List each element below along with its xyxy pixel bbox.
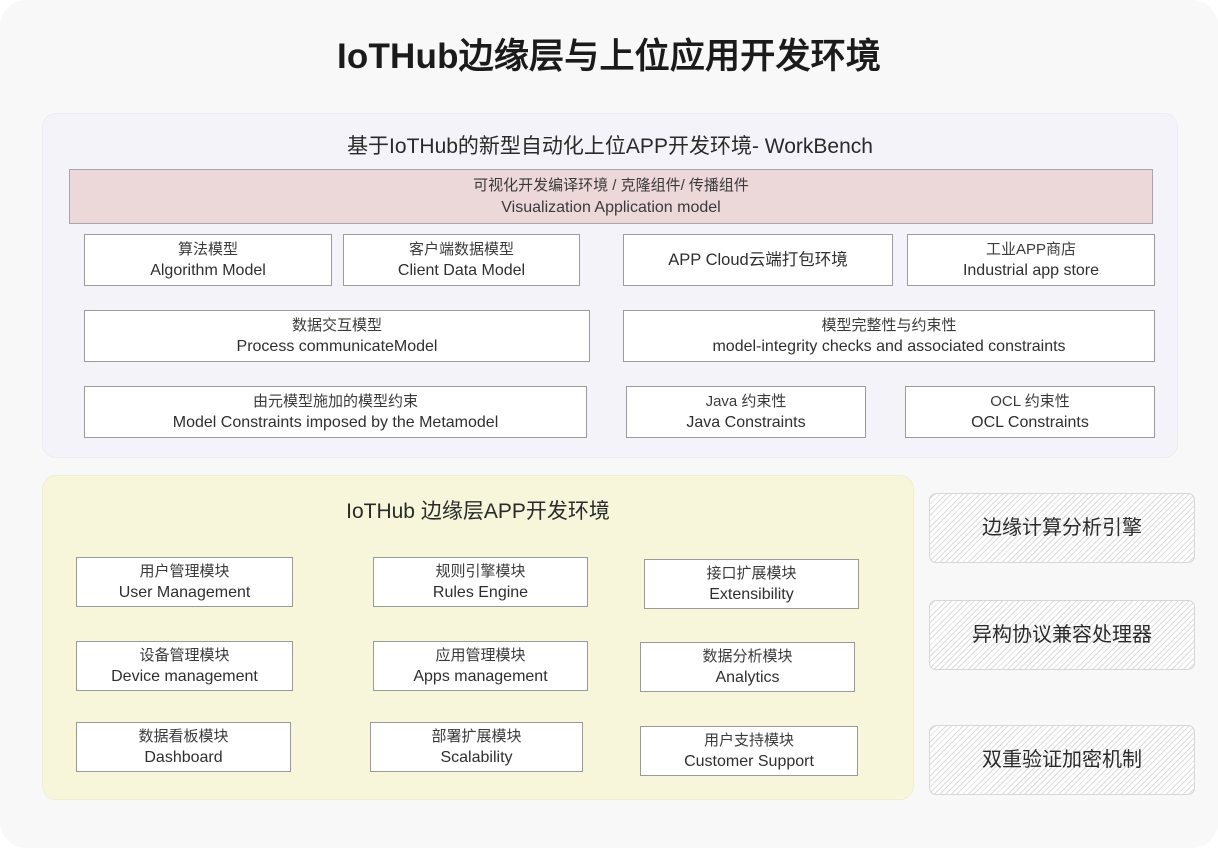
box-algorithm-model[interactable]: 算法模型 Algorithm Model [84,234,332,286]
box-label-cn: 工业APP商店 [985,240,1076,258]
box-label-cn: 由元模型施加的模型约束 [252,392,418,410]
visualization-application-banner: 可视化开发编译环境 / 克隆组件/ 传播组件 Visualization App… [69,169,1153,224]
card-label: 异构协议兼容处理器 [972,624,1152,646]
box-label-en: Scalability [440,748,513,766]
box-label-cn: 客户端数据模型 [408,240,514,258]
box-label-en: Algorithm Model [150,261,266,279]
box-label-cn: 接口扩展模块 [706,564,797,582]
card-protocol-compat-handler[interactable]: 异构协议兼容处理器 [929,600,1195,670]
card-label: 边缘计算分析引擎 [982,517,1142,539]
box-label-en: Java Constraints [686,413,806,431]
box-label-en: Dashboard [144,748,223,766]
box-label-cn: OCL 约束性 [990,392,1070,410]
box-user-management[interactable]: 用户管理模块 User Management [76,557,293,607]
box-label-en: Analytics [715,668,780,686]
box-client-data-model[interactable]: 客户端数据模型 Client Data Model [343,234,580,286]
box-metamodel-constraints[interactable]: 由元模型施加的模型约束 Model Constraints imposed by… [84,386,587,438]
box-java-constraints[interactable]: Java 约束性 Java Constraints [626,386,866,438]
lower-panel: IoTHub 边缘层APP开发环境 用户管理模块 User Management… [42,475,914,800]
box-label-cn: 数据分析模块 [702,647,793,665]
box-label-cn: 部署扩展模块 [431,727,522,745]
card-label: 双重验证加密机制 [982,749,1142,771]
box-label-en: User Management [118,583,251,601]
box-label-cn: Java 约束性 [705,392,787,410]
box-label-cn: 数据看板模块 [138,727,229,745]
box-label-en: Client Data Model [397,261,526,279]
box-label-en: Device management [111,667,258,685]
box-label-cn: 设备管理模块 [139,646,230,664]
box-label-cn: 数据交互模型 [291,316,382,334]
page-title: IoTHub边缘层与上位应用开发环境 [336,37,882,76]
box-apps-management[interactable]: 应用管理模块 Apps management [373,641,588,691]
box-label-cn: 应用管理模块 [435,646,526,664]
box-label-cn: 用户管理模块 [139,562,230,580]
box-rules-engine[interactable]: 规则引擎模块 Rules Engine [373,557,588,607]
box-label-en: Rules Engine [432,583,529,601]
banner-label-cn: 可视化开发编译环境 / 克隆组件/ 传播组件 [473,176,749,194]
box-label-en: Apps management [413,667,548,685]
box-dashboard[interactable]: 数据看板模块 Dashboard [76,722,291,772]
card-edge-compute-engine[interactable]: 边缘计算分析引擎 [929,493,1195,563]
lower-panel-heading: IoTHub 边缘层APP开发环境 [346,500,610,523]
box-process-communicate-model[interactable]: 数据交互模型 Process communicateModel [84,310,590,362]
box-label-cn: 模型完整性与约束性 [821,316,957,334]
card-dual-auth-encryption[interactable]: 双重验证加密机制 [929,725,1195,795]
box-label-en: Model Constraints imposed by the Metamod… [172,413,499,431]
banner-label-en: Visualization Application model [501,198,721,216]
box-label-en: OCL Constraints [971,413,1089,431]
box-model-integrity[interactable]: 模型完整性与约束性 model-integrity checks and ass… [623,310,1155,362]
box-app-cloud[interactable]: APP Cloud云端打包环境 [623,234,893,286]
box-label-cn: 规则引擎模块 [435,562,526,580]
upper-panel-heading: 基于IoTHub的新型自动化上位APP开发环境- WorkBench [347,135,873,158]
box-ocl-constraints[interactable]: OCL 约束性 OCL Constraints [905,386,1155,438]
box-customer-support[interactable]: 用户支持模块 Customer Support [640,726,858,776]
box-scalability[interactable]: 部署扩展模块 Scalability [370,722,583,772]
box-label-en: model-integrity checks and associated co… [712,337,1066,355]
box-label-en: APP Cloud云端打包环境 [668,251,848,269]
box-label-en: Industrial app store [962,261,1100,279]
box-device-management[interactable]: 设备管理模块 Device management [76,641,293,691]
box-label-en: Process communicateModel [236,337,438,355]
box-label-cn: 算法模型 [177,240,238,258]
box-analytics[interactable]: 数据分析模块 Analytics [640,642,855,692]
upper-panel: 基于IoTHub的新型自动化上位APP开发环境- WorkBench 可视化开发… [42,113,1178,458]
box-label-en: Extensibility [709,585,794,603]
box-label-cn: 用户支持模块 [703,731,794,749]
box-extensibility[interactable]: 接口扩展模块 Extensibility [644,559,859,609]
box-industrial-app-store[interactable]: 工业APP商店 Industrial app store [907,234,1155,286]
box-label-en: Customer Support [684,752,814,770]
